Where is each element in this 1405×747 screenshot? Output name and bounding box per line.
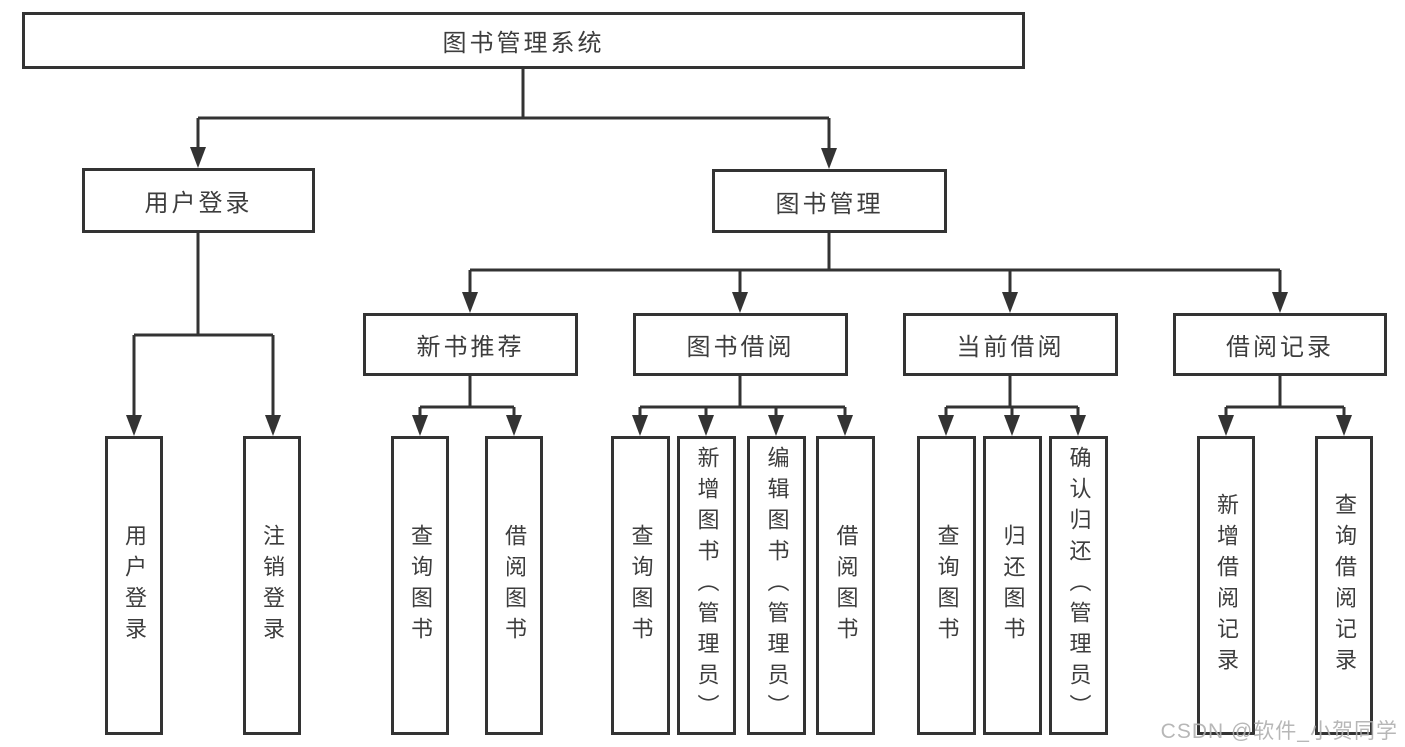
connector-borrow-branch xyxy=(638,376,847,418)
connector-recommend-branch xyxy=(418,376,516,418)
node-borrow-books-borrow: 借阅图书 xyxy=(816,436,875,735)
arrow-icon xyxy=(190,147,206,168)
arrow-icon xyxy=(821,148,837,169)
node-query-books-borrow: 查询图书 xyxy=(611,436,670,735)
connector-user-login-branch xyxy=(132,233,275,418)
arrow-icon xyxy=(265,415,281,436)
node-confirm-return-admin: 确认归还（管理员） xyxy=(1049,436,1108,735)
arrow-icon xyxy=(1272,292,1288,313)
node-book-borrow: 图书借阅 xyxy=(633,313,848,376)
arrow-icon xyxy=(126,415,142,436)
node-add-borrow-record: 新增借阅记录 xyxy=(1197,436,1255,735)
node-borrow-records: 借阅记录 xyxy=(1173,313,1387,376)
node-query-books-current: 查询图书 xyxy=(917,436,976,735)
node-book-management: 图书管理 xyxy=(712,169,947,233)
arrow-icon xyxy=(1218,415,1234,436)
node-user-login: 用户登录 xyxy=(82,168,315,233)
connector-book-management-branch xyxy=(468,233,1282,295)
csdn-watermark: CSDN @软件_小贺同学 xyxy=(1160,720,1398,743)
connector-records-branch xyxy=(1224,376,1346,418)
arrow-icon xyxy=(506,415,522,436)
arrow-icon xyxy=(1004,415,1020,436)
node-new-book-recommend: 新书推荐 xyxy=(363,313,578,376)
arrow-icon xyxy=(1070,415,1086,436)
arrow-icon xyxy=(732,292,748,313)
node-current-borrow: 当前借阅 xyxy=(903,313,1118,376)
arrow-icon xyxy=(1336,415,1352,436)
node-add-books-admin: 新增图书（管理员） xyxy=(677,436,736,735)
node-return-books: 归还图书 xyxy=(983,436,1042,735)
arrow-icon xyxy=(412,415,428,436)
node-query-books-recommend: 查询图书 xyxy=(391,436,449,735)
arrow-icon xyxy=(632,415,648,436)
arrow-icon xyxy=(698,415,714,436)
node-root-system: 图书管理系统 xyxy=(22,12,1025,69)
arrow-icon xyxy=(837,415,853,436)
arrow-icon xyxy=(462,292,478,313)
node-edit-books-admin: 编辑图书（管理员） xyxy=(747,436,806,735)
connector-current-branch xyxy=(944,376,1080,418)
arrow-icon xyxy=(768,415,784,436)
arrow-icon xyxy=(938,415,954,436)
connector-root-branch xyxy=(196,69,831,151)
arrow-icon xyxy=(1002,292,1018,313)
node-query-borrow-record: 查询借阅记录 xyxy=(1315,436,1373,735)
node-logout-action: 注销登录 xyxy=(243,436,301,735)
node-user-login-action: 用户登录 xyxy=(105,436,163,735)
node-borrow-books-recommend: 借阅图书 xyxy=(485,436,543,735)
